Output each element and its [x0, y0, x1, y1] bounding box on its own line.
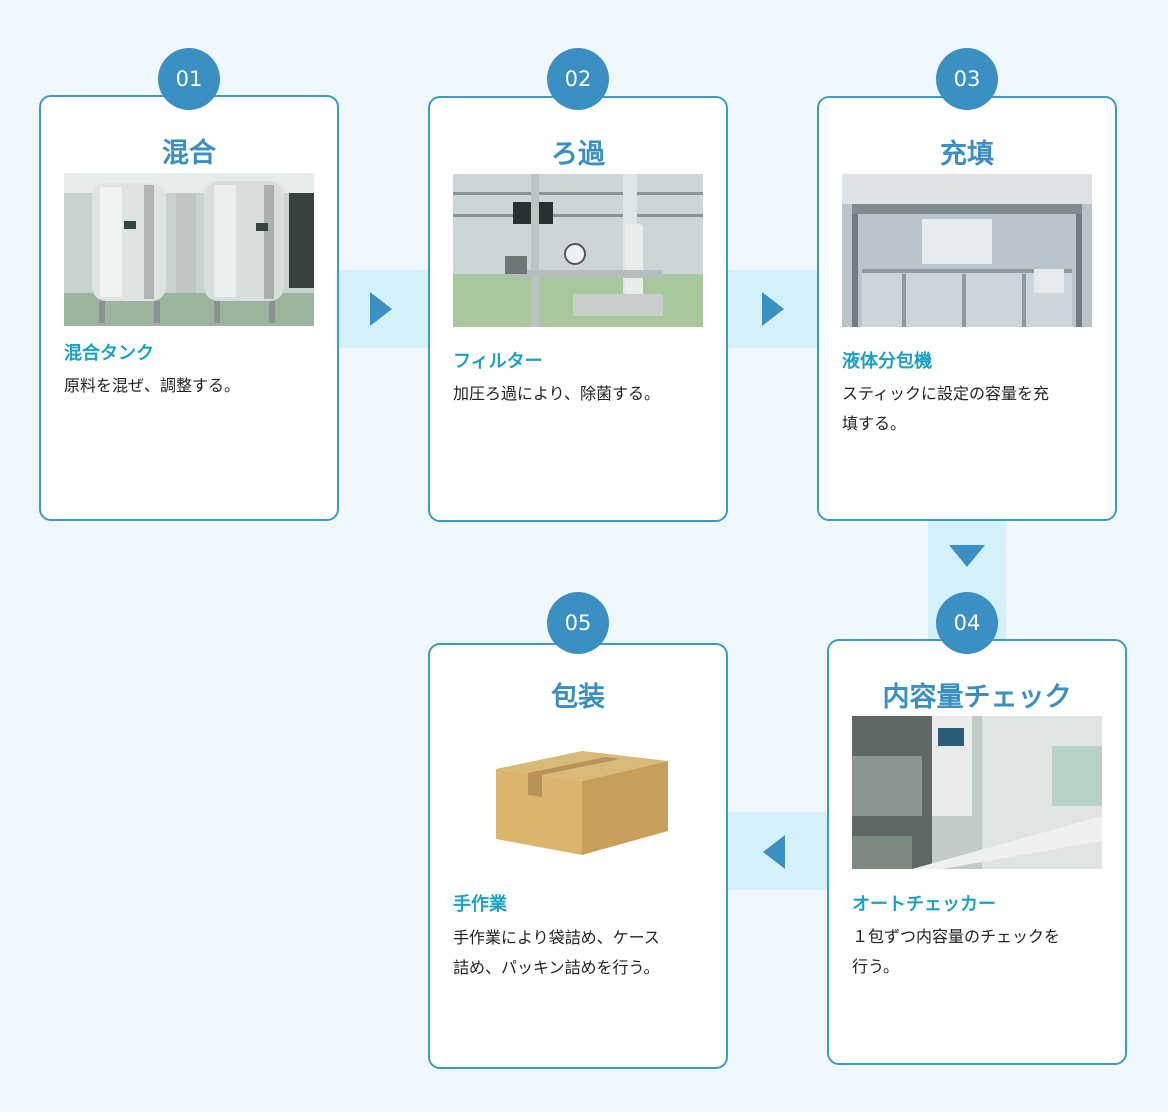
step-card-filling: 充填 液体分包機 スティックに設定の容量を充 填する。: [817, 96, 1117, 521]
step-number-badge: 03: [936, 48, 998, 110]
step-number-badge: 05: [547, 592, 609, 654]
auto-checker-photo: [852, 716, 1102, 869]
step-title: 充填: [940, 139, 994, 170]
step-number-badge: 04: [936, 592, 998, 654]
step-description: 原料を混ぜ、調整する。: [64, 376, 241, 395]
step-subtitle: 混合タンク: [64, 343, 154, 364]
step-title: 混合: [162, 138, 216, 169]
step-number-badge: 02: [547, 48, 609, 110]
liquid-packaging-machine-photo: [842, 174, 1092, 327]
step-subtitle: オートチェッカー: [852, 894, 996, 915]
step-title: 包装: [551, 682, 605, 713]
step-description: 手作業により袋詰め、ケース 詰め、パッキン詰めを行う。: [453, 928, 660, 977]
arrow-left-icon: [763, 835, 785, 869]
step-title: 内容量チェック: [882, 682, 1072, 713]
mixing-tanks-photo: [64, 173, 314, 326]
step-subtitle: フィルター: [453, 351, 543, 372]
arrow-right-icon: [762, 292, 784, 326]
step-card-packaging: 包装 手作業 手作業により袋詰め、ケース 詰め、パッキン詰めを行う。: [428, 643, 728, 1069]
step-card-filtration: ろ過 フィルター 加圧ろ過により、除菌する。: [428, 96, 728, 522]
step-title: ろ過: [551, 139, 605, 170]
filter-equipment-photo: [453, 174, 703, 327]
step-number-badge: 01: [158, 48, 220, 110]
step-card-mixing: 混合 混合タンク 原料を混ぜ、調整する。: [39, 95, 339, 521]
step-subtitle: 手作業: [453, 894, 507, 915]
cardboard-box-icon: [492, 729, 672, 859]
arrow-down-icon: [949, 545, 985, 567]
step-description: １包ずつ内容量のチェックを 行う。: [852, 927, 1061, 976]
step-card-weight-check: 内容量チェック オートチェッカー １包ずつ内容量のチェックを 行う。: [827, 639, 1127, 1065]
step-description: 加圧ろ過により、除菌する。: [453, 384, 661, 403]
step-subtitle: 液体分包機: [842, 351, 932, 372]
step-description: スティックに設定の容量を充 填する。: [842, 384, 1050, 433]
arrow-right-icon: [370, 292, 392, 326]
